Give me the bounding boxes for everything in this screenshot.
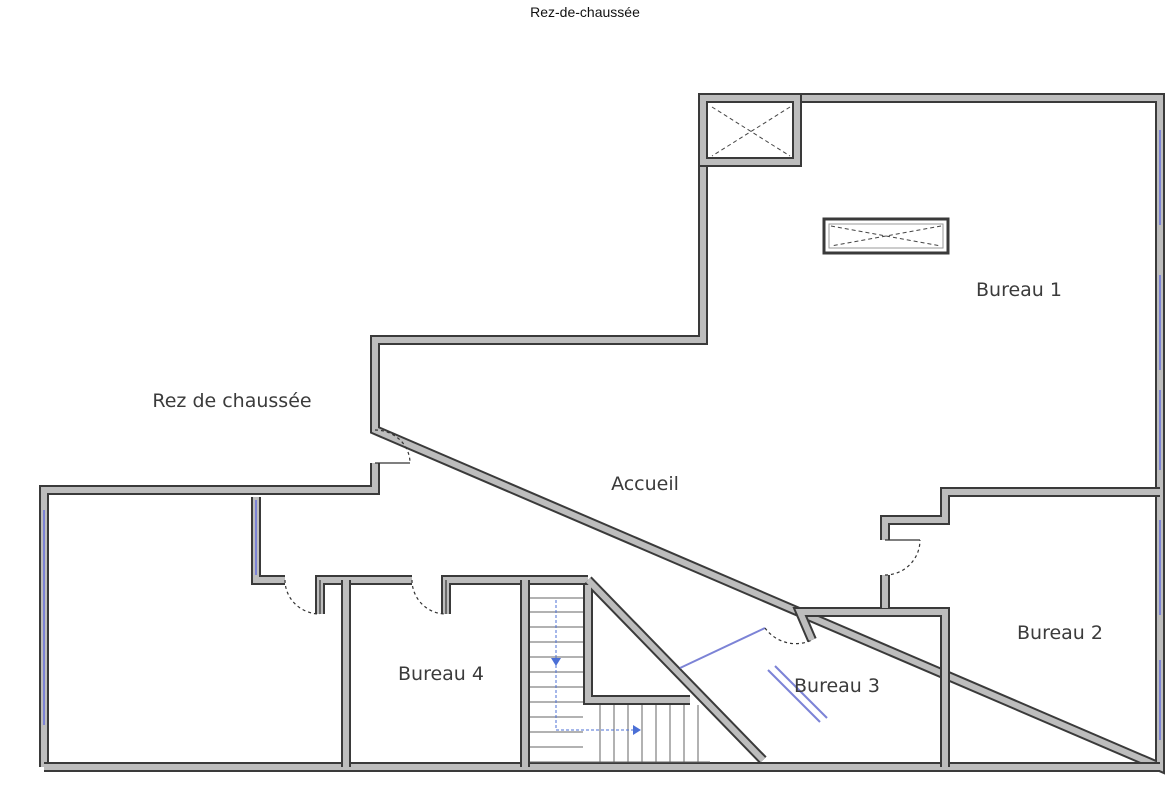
void-top-left xyxy=(711,106,791,157)
label-bureau-4: Bureau 4 xyxy=(398,663,484,685)
windows xyxy=(43,130,1161,740)
label-bureau-2: Bureau 2 xyxy=(1017,622,1103,644)
staircase xyxy=(530,597,710,763)
label-accueil: Accueil xyxy=(611,473,679,495)
skylight xyxy=(822,217,950,255)
label-rez-de-chaussee: Rez de chaussée xyxy=(152,390,311,412)
stair-arrow-down xyxy=(551,658,561,666)
label-bureau-3: Bureau 3 xyxy=(794,675,880,697)
doors xyxy=(284,429,921,645)
label-bureau-1: Bureau 1 xyxy=(976,279,1062,301)
page-title: Rez-de-chaussée xyxy=(530,4,640,20)
outer-wall xyxy=(39,93,1165,775)
stair-arrow-right xyxy=(633,725,641,735)
